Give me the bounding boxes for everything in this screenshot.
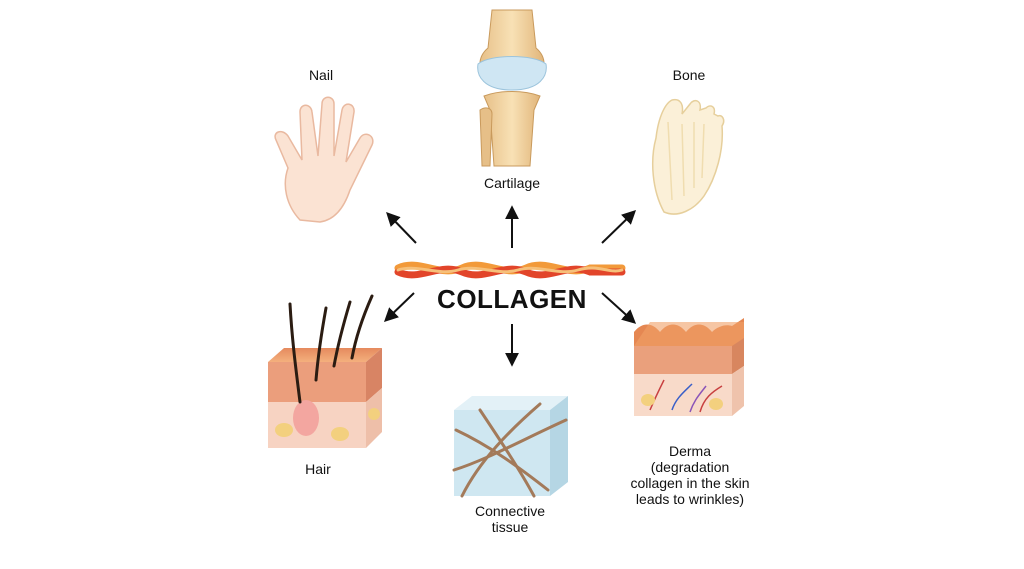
hair-skin-illustration [268,294,382,448]
label-derma: Derma (degradation collagen in the skin … [614,443,766,507]
arrow-to-derma [601,292,637,324]
knee-illustration [477,9,547,167]
label-hair: Hair [305,461,331,477]
label-derma-line-2: (degradation [650,459,730,475]
diagram-title: COLLAGEN [437,284,587,314]
label-nail: Nail [308,67,334,83]
label-connective-line-1: Connective [474,503,546,519]
arrow-to-bone [601,210,637,244]
foot-illustration [651,98,725,215]
label-derma-line-1: Derma [668,443,711,459]
derma-skin-illustration [634,318,744,416]
label-connective-tissue: Connective tissue [450,503,570,535]
hand-illustration [274,96,374,223]
label-bone: Bone [672,67,706,83]
arrow-to-nail [386,211,417,244]
arrows [383,205,637,367]
label-derma-line-3: collagen in the skin [630,475,750,491]
connective-tissue-illustration [452,396,568,498]
label-derma-line-4: leads to wrinkles) [635,491,745,507]
label-cartilage: Cartilage [483,175,541,191]
arrow-to-hair [383,292,415,322]
label-connective-line-2: tissue [491,519,529,535]
collagen-fiber-illustration [394,261,626,279]
